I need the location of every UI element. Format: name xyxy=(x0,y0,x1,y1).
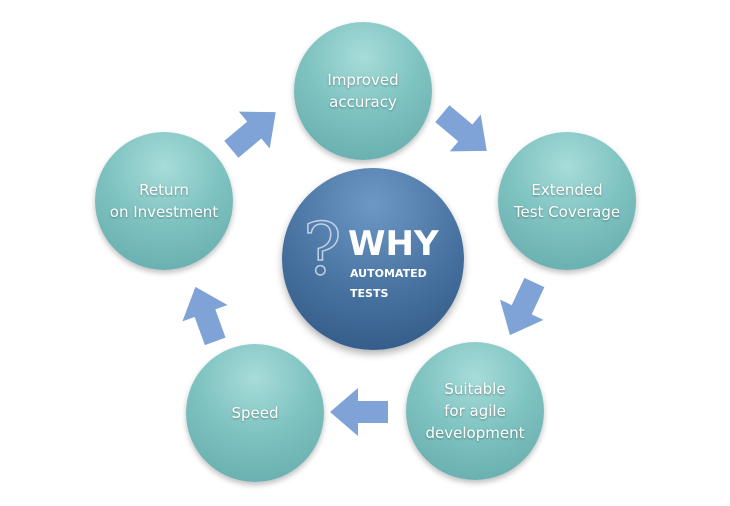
node-suitable-for-agile-development: Suitable for agile development xyxy=(406,342,544,480)
arrow-coverage-to-agile xyxy=(488,272,557,346)
center-circle: ? WHY AUTOMATED TESTS xyxy=(282,168,464,350)
node-label: Speed xyxy=(231,404,279,422)
question-mark-icon: ? xyxy=(302,207,342,291)
center-subtitle: AUTOMATED TESTS xyxy=(350,267,427,300)
node-label: Improved accuracy xyxy=(327,71,399,111)
node-extended-test-coverage: Extended Test Coverage xyxy=(498,132,636,270)
arrow-accuracy-to-coverage xyxy=(426,95,503,170)
node-speed: Speed xyxy=(186,344,324,482)
node-return-on-investment: Return on Investment xyxy=(95,132,233,270)
node-label: Suitable for agile development xyxy=(425,380,525,442)
node-label: Return on Investment xyxy=(109,181,219,221)
node-improved-accuracy: Improved accuracy xyxy=(294,22,432,160)
arrow-agile-to-speed xyxy=(330,388,388,436)
node-label: Extended Test Coverage xyxy=(513,181,621,221)
arrow-roi-to-accuracy xyxy=(215,93,292,168)
center-title: WHY xyxy=(348,224,439,264)
arrow-speed-to-roi xyxy=(172,278,238,350)
